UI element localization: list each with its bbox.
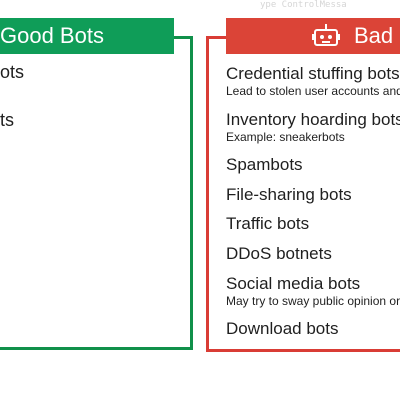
- bad-bot-description: Example: sneakerbots: [226, 130, 345, 144]
- good-bots-title: Good Bots: [0, 23, 104, 48]
- bad-bots-item: Social media bots May try to sway public…: [226, 274, 400, 309]
- bad-bots-item: Traffic bots: [226, 214, 309, 234]
- bad-bots-header: Bad B: [226, 18, 400, 54]
- bad-bots-item: Spambots: [226, 155, 303, 175]
- bad-bots-item: File-sharing bots: [226, 185, 352, 205]
- bad-bot-name: DDoS botnets: [226, 244, 332, 263]
- bad-bots-title: Bad B: [354, 23, 400, 48]
- bad-bots-item: DDoS botnets: [226, 244, 332, 264]
- bad-bots-item: Credential stuffing bots Lead to stolen …: [226, 64, 400, 99]
- bad-bot-name: Spambots: [226, 155, 303, 174]
- bad-bot-name: Credential stuffing bots: [226, 64, 400, 83]
- good-bots-item: ts: [0, 110, 15, 130]
- bad-bot-name: Download bots: [226, 319, 339, 338]
- robot-icon: [312, 24, 340, 48]
- bad-bot-description: May try to sway public opinion or: [226, 294, 400, 308]
- background-code-text: ype ControlMessa: [260, 0, 347, 10]
- bad-bots-item: Download bots: [226, 319, 338, 339]
- good-bots-item: ots: [0, 62, 25, 82]
- bad-bots-item: Inventory hoarding bots Example: sneaker…: [226, 110, 400, 145]
- bad-bot-name: Traffic bots: [226, 214, 310, 233]
- bad-bot-name: File-sharing bots: [226, 185, 352, 204]
- good-bots-panel: [0, 36, 193, 350]
- bad-bot-name: Inventory hoarding bots: [226, 110, 400, 129]
- bad-bot-name: Social media bots: [226, 274, 361, 293]
- bad-bot-description: Lead to stolen user accounts and: [226, 84, 400, 98]
- good-bots-header: Good Bots: [0, 18, 174, 54]
